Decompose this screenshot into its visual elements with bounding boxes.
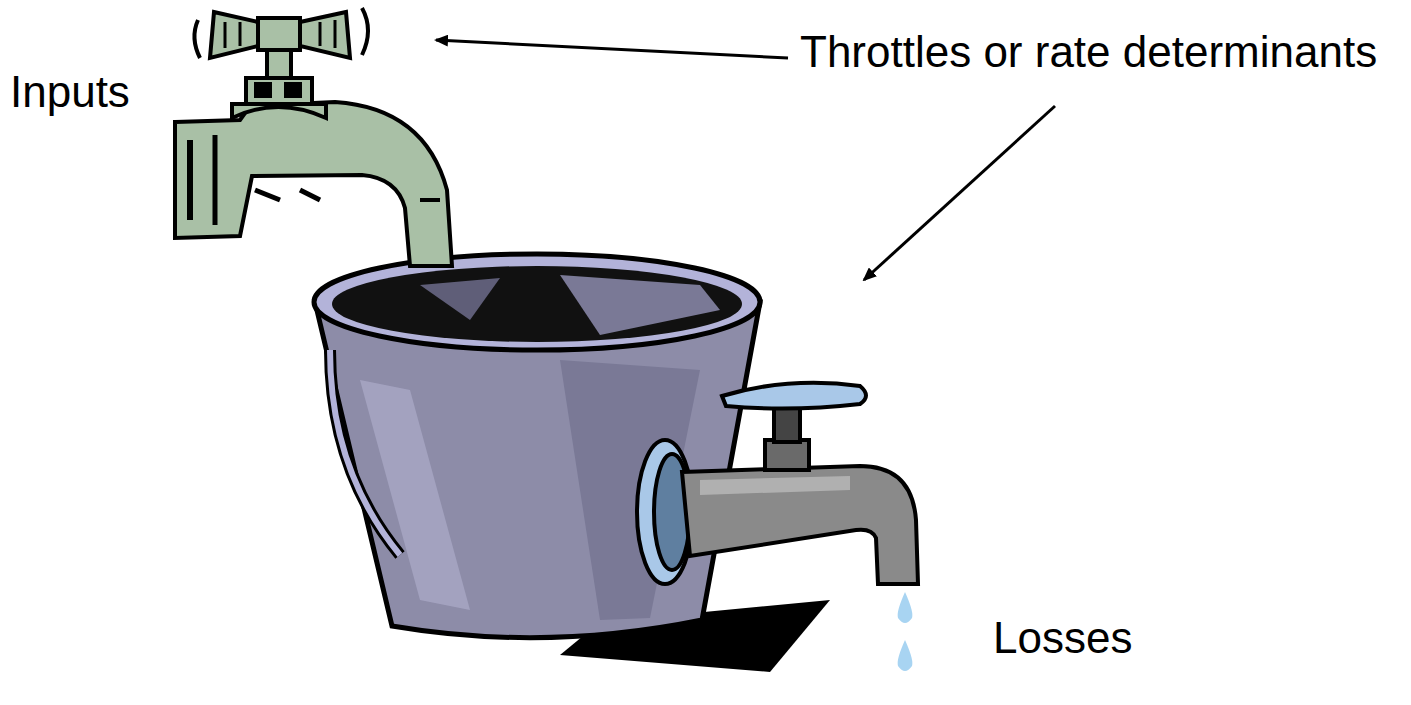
annotation-label: Losses — [993, 612, 1132, 665]
annotation-label: Inputs — [10, 66, 130, 119]
leader-arrow — [436, 40, 788, 58]
leader-arrow — [864, 106, 1055, 280]
loss-tap — [637, 383, 918, 584]
annotation-label: Throttles or rate determinants — [800, 26, 1377, 79]
input-tap — [175, 8, 452, 266]
bucket — [314, 254, 760, 638]
water-drops — [898, 592, 913, 671]
